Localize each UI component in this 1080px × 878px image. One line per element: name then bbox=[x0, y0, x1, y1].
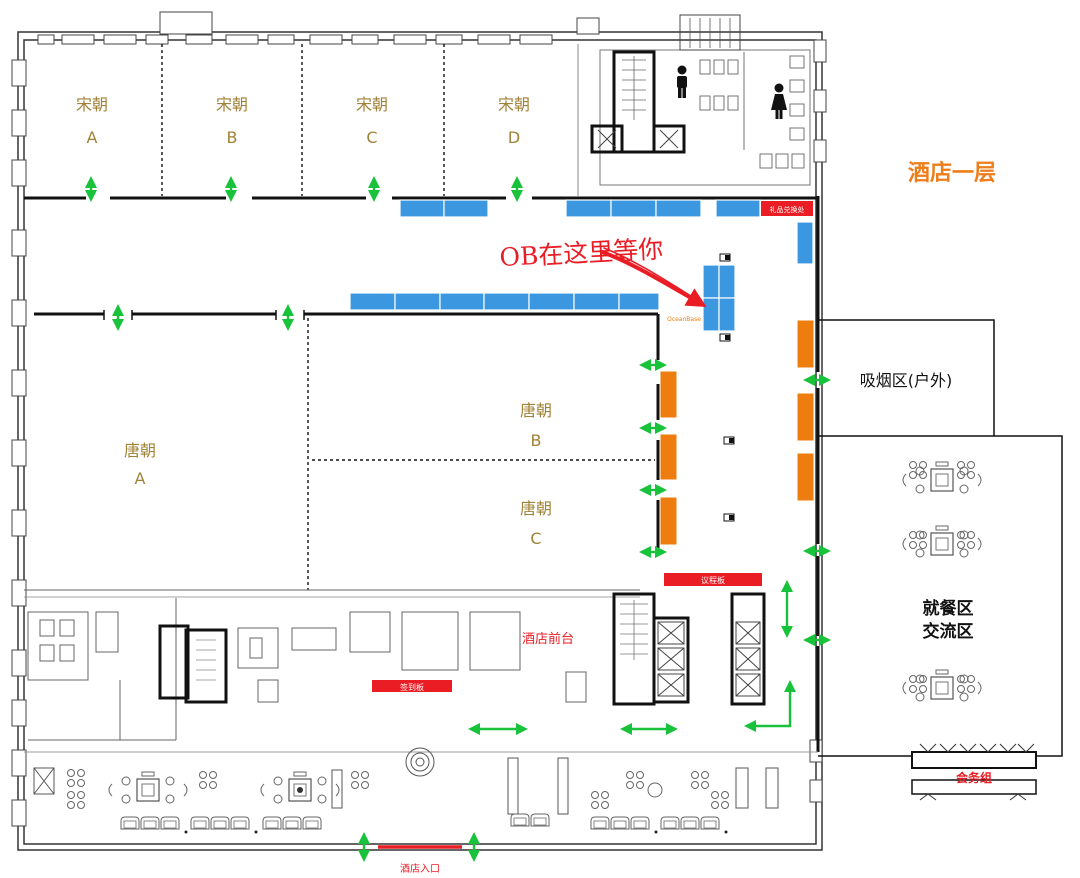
booth-blue-top-4 bbox=[610, 199, 657, 218]
dining-area-label-line1: 就餐区 bbox=[923, 598, 974, 619]
oceanbase-booth-logo: OceanBase bbox=[667, 316, 701, 323]
red-pointer-arrow bbox=[600, 247, 707, 308]
agenda-board-sign bbox=[664, 573, 762, 586]
floor-title: 酒店一层 bbox=[908, 161, 996, 186]
room-song-c-letter: C bbox=[366, 128, 377, 147]
dining-furniture bbox=[902, 461, 1037, 801]
ob-annotation: OB在这里等你 bbox=[499, 234, 664, 272]
room-tang-c-letter: C bbox=[530, 529, 541, 548]
room-song-b-letter: B bbox=[227, 128, 238, 147]
left-window-bays bbox=[11, 59, 27, 827]
booth-orange-3 bbox=[659, 496, 678, 546]
smoking-area-label: 吸烟区(户外) bbox=[860, 371, 953, 390]
booth-blue-top-3 bbox=[565, 199, 612, 218]
restroom-block bbox=[590, 14, 811, 186]
tang-rooms-walls bbox=[24, 318, 655, 740]
room-song-a-letter: A bbox=[87, 128, 98, 147]
booth-blue-row-2 bbox=[394, 292, 441, 311]
booth-blue-row-3 bbox=[439, 292, 485, 311]
elevator-core bbox=[612, 592, 766, 706]
booth-blue-top-5 bbox=[655, 199, 702, 218]
song-rooms-walls bbox=[24, 44, 818, 200]
room-tang-b-letter: B bbox=[531, 431, 542, 450]
booth-blue-top-6 bbox=[715, 199, 761, 218]
smoking-area-outline bbox=[818, 319, 995, 436]
booth-orange-5 bbox=[796, 392, 815, 442]
womens-restroom-icon bbox=[771, 83, 787, 119]
lower-left-service bbox=[27, 611, 587, 741]
agenda-board-label: 议程板 bbox=[701, 575, 725, 585]
blue-booths bbox=[349, 199, 814, 332]
room-tang-b-name: 唐朝 bbox=[520, 401, 552, 420]
oceanbase-booth-3 bbox=[702, 297, 720, 332]
booth-orange-6 bbox=[796, 452, 815, 502]
gift-exchange-sign bbox=[761, 201, 813, 216]
booth-blue-right-1 bbox=[796, 221, 814, 265]
conference-team-desk bbox=[911, 743, 1037, 801]
door-ticks bbox=[103, 310, 305, 320]
small-kiosks bbox=[719, 253, 735, 522]
oceanbase-booth-2 bbox=[718, 264, 736, 299]
corridor-walls bbox=[34, 196, 820, 752]
green-door-arrows bbox=[85, 176, 831, 862]
signin-board-label: 签到板 bbox=[400, 682, 424, 692]
booth-orange-4 bbox=[796, 319, 815, 369]
booth-blue-row-6 bbox=[573, 292, 620, 311]
front-desk-label: 酒店前台 bbox=[522, 631, 574, 647]
mens-restroom-icon bbox=[677, 65, 687, 98]
room-song-c-name: 宋朝 bbox=[356, 95, 388, 114]
signin-board-sign bbox=[372, 680, 452, 692]
hotel-entrance-label: 酒店入口 bbox=[400, 862, 440, 875]
oceanbase-booth-1 bbox=[702, 264, 720, 299]
booth-blue-top-2 bbox=[443, 199, 489, 218]
dining-area-label-line2: 交流区 bbox=[923, 621, 974, 642]
booth-blue-row-5 bbox=[528, 292, 575, 311]
oceanbase-booth-4 bbox=[718, 297, 736, 332]
booth-orange-2 bbox=[659, 433, 678, 481]
room-tang-a-name: 唐朝 bbox=[124, 441, 156, 460]
room-song-b-name: 宋朝 bbox=[216, 95, 248, 114]
booth-blue-row-4 bbox=[483, 292, 530, 311]
booth-blue-row-7 bbox=[618, 292, 660, 311]
room-labels: 宋朝 A 宋朝 B 宋朝 C 宋朝 D 唐朝 A 唐朝 B 唐朝 C bbox=[76, 95, 552, 548]
room-tang-c-name: 唐朝 bbox=[520, 499, 552, 518]
lobby-sofas bbox=[120, 813, 720, 830]
conference-team-label: 会务组 bbox=[956, 770, 992, 785]
room-song-a-name: 宋朝 bbox=[76, 95, 108, 114]
orange-booths bbox=[659, 319, 815, 546]
lobby-furniture bbox=[24, 747, 818, 834]
booth-blue-top-1 bbox=[399, 199, 445, 218]
room-song-d-name: 宋朝 bbox=[498, 95, 530, 114]
booth-blue-row-1 bbox=[349, 292, 396, 311]
top-window-bays bbox=[37, 11, 600, 45]
room-song-d-letter: D bbox=[508, 128, 520, 147]
red-signs bbox=[372, 201, 813, 849]
booth-orange-1 bbox=[659, 370, 678, 419]
room-tang-a-letter: A bbox=[135, 469, 146, 488]
gift-exchange-label: 礼品兑换处 bbox=[770, 205, 805, 214]
